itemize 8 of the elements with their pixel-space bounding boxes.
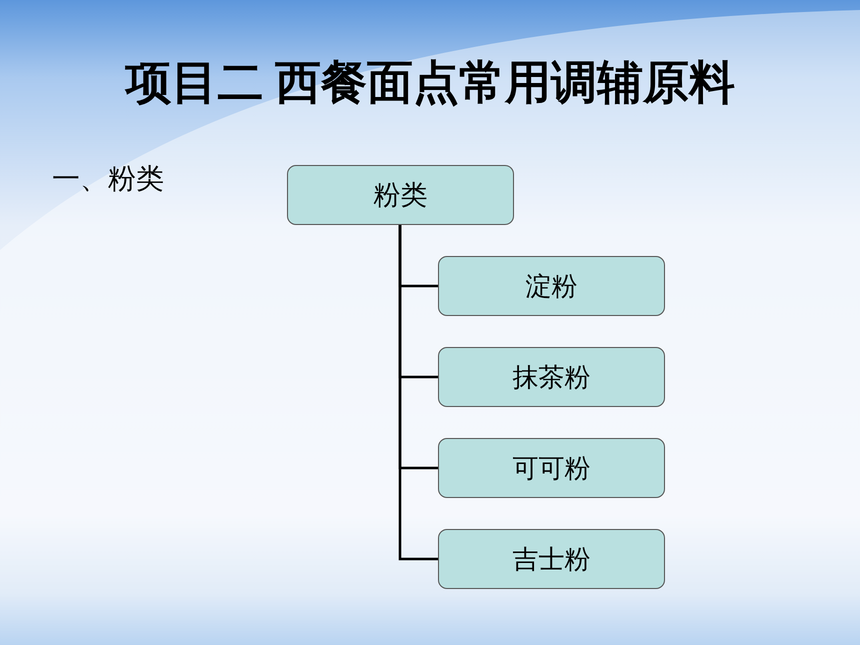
section-heading: 一、粉类 — [52, 163, 164, 197]
slide-title: 项目二 西餐面点常用调辅原料 — [124, 56, 736, 110]
item-box: 可可粉 — [438, 438, 665, 498]
item-box: 抹茶粉 — [438, 347, 665, 407]
item-box: 吉士粉 — [438, 529, 665, 589]
item-box: 淀粉 — [438, 256, 665, 316]
category-box: 粉类 — [287, 165, 514, 225]
connector-line — [398, 225, 438, 560]
